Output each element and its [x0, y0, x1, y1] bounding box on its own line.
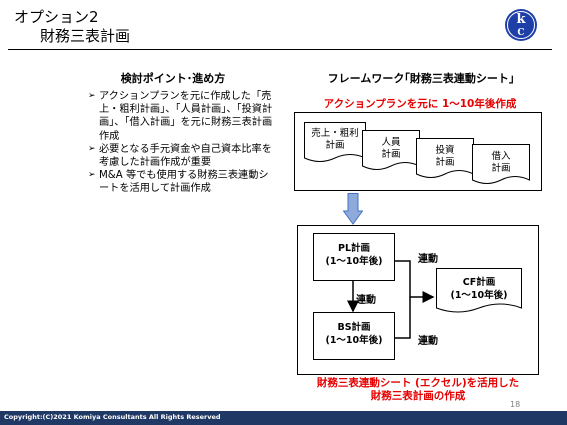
copyright-text: Copyright:(C)2021 Komiya Consultants All…: [4, 413, 221, 421]
list-item: ➢アクションプランを元に作成した「売上・粗利計画」、「人員計画」、「投資計画」、…: [88, 91, 273, 142]
svg-text:k: k: [516, 12, 526, 27]
cf-plan-doc: CF計画 (1～10年後): [436, 268, 522, 316]
doc-investment-plan: 投資 計画: [416, 138, 474, 180]
footer-bar: [0, 411, 567, 425]
pl-plan-box: PL計画 (1～10年後): [313, 233, 395, 281]
source-plans-container: [294, 112, 542, 191]
slide-title: 財務三表計画: [40, 27, 131, 45]
link-label-pl-bs: 連動: [356, 295, 376, 306]
arrow-bullet-icon: ➢: [88, 170, 96, 181]
arrow-bullet-icon: ➢: [88, 143, 96, 154]
top-caption: アクションプランを元に 1～10年後作成: [323, 98, 517, 110]
page-number: 18: [510, 400, 521, 409]
svg-text:C: C: [517, 28, 524, 38]
company-logo-icon: k C: [504, 8, 538, 42]
list-item: ➢必要となる手元資金や自己資本比率を考慮した計画作成が重要: [88, 143, 272, 169]
connector-arrows: [347, 260, 435, 339]
list-item: ➢M&A 等でも使用する財務三表連動シートを活用して計画作成: [88, 170, 269, 195]
down-arrow-icon: [342, 193, 364, 225]
right-heading: フレームワーク｢財務三表連動シート｣: [327, 72, 515, 85]
financial-statements-container: [297, 225, 539, 375]
doc-borrowing-plan: 借入 計画: [472, 144, 530, 186]
doc-sales-plan: 売上・粗利 計画: [304, 122, 366, 164]
left-heading: 検討ポイント･進め方: [120, 72, 226, 85]
slide-title-option: オプション2: [14, 8, 99, 26]
bs-plan-box: BS計画 (1～10年後): [313, 312, 395, 360]
bottom-caption: 財務三表連動シート (エクセル)を活用した 財務三表計画の作成: [316, 377, 520, 402]
bullet-list: ➢アクションプランを元に作成した「売上・粗利計画」、「人員計画」、「投資計画」、…: [88, 90, 278, 196]
doc-staffing-plan: 人員 計画: [362, 130, 420, 172]
link-label-pl-cf: 連動: [418, 254, 438, 265]
arrow-bullet-icon: ➢: [88, 91, 96, 101]
link-label-bs-cf: 連動: [418, 336, 438, 347]
header-divider: [8, 49, 552, 50]
